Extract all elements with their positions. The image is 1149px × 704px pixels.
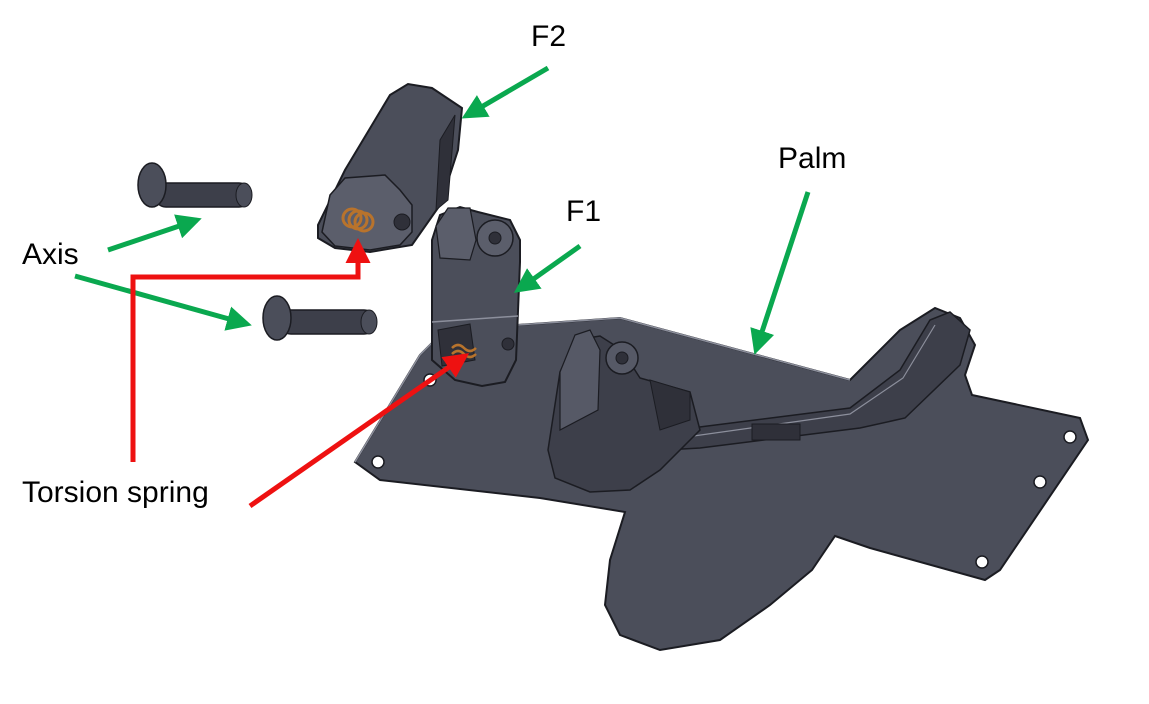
f1-arrow	[513, 243, 582, 293]
f2-part	[317, 82, 464, 254]
axis-pin-lower	[262, 295, 378, 341]
f2-label: F2	[531, 20, 567, 53]
palm-mount	[547, 329, 701, 493]
torsion-arrow-diagonal	[248, 353, 470, 509]
f1-label: F1	[566, 195, 602, 228]
axis-arrow-lower	[74, 273, 252, 331]
f1-part	[431, 205, 521, 388]
palm-label: Palm	[778, 142, 847, 175]
torsion-arrow-elbow	[130, 238, 371, 462]
f2-spring	[341, 207, 375, 233]
torsion-spring-label: Torsion spring	[22, 476, 209, 509]
palm-arrow	[750, 191, 811, 355]
axis-label: Axis	[22, 238, 79, 271]
axis-pin-upper	[137, 162, 253, 208]
f2-arrow	[461, 65, 550, 119]
axis-arrow-upper	[107, 214, 202, 253]
